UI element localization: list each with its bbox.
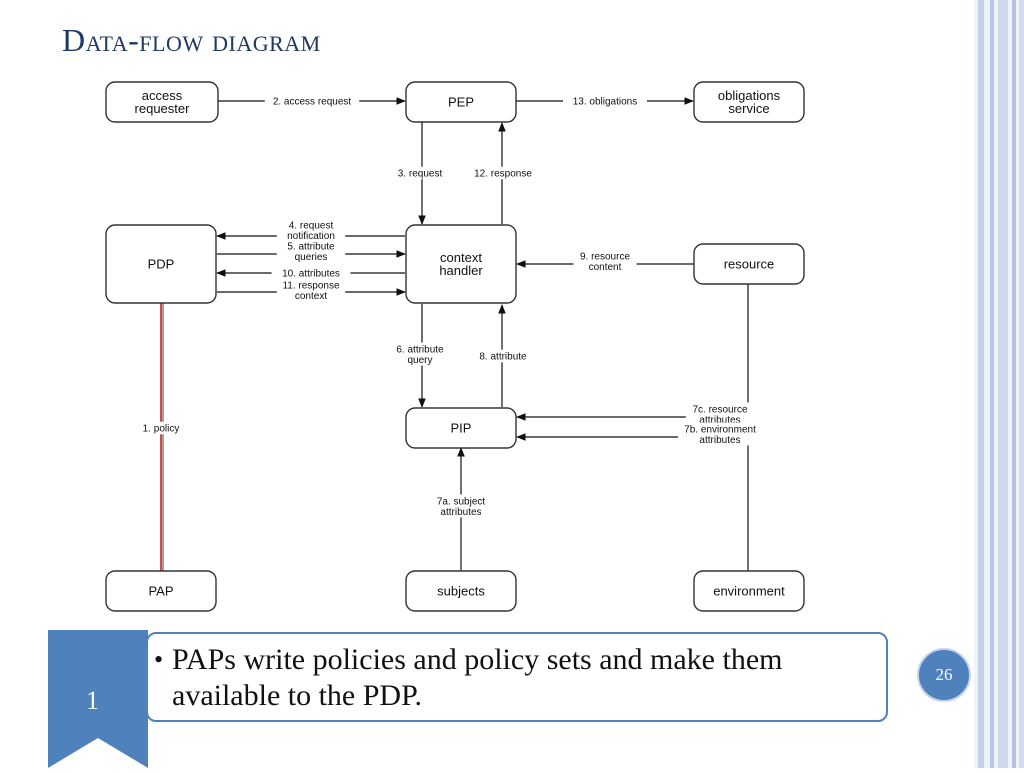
edge-label-e12: 12. response (474, 169, 532, 180)
node-pap: PAP (105, 570, 217, 612)
edge-label-e7a: attributes (440, 507, 481, 518)
edge-label-e6: query (407, 355, 432, 366)
bullet-text-container: • PAPs write policies and policy sets an… (154, 642, 866, 714)
node-label: handler (439, 263, 483, 278)
slide-title: Data-flow diagram (62, 22, 321, 58)
edge-label-e9: content (589, 262, 622, 273)
decorative-side-stripes (974, 0, 1024, 768)
node-box (693, 243, 805, 285)
node-label: PDP (148, 257, 175, 272)
bullet-callout-box: • PAPs write policies and policy sets an… (146, 632, 888, 722)
node-label: subjects (437, 584, 485, 599)
edge-label-e7c: 7c. resource (692, 404, 747, 415)
edge-label-e10: 10. attributes (282, 269, 340, 280)
edge-label-bg (468, 166, 538, 180)
node-box (405, 224, 517, 304)
node-label: PAP (148, 584, 173, 599)
node-label: context (440, 250, 482, 265)
edge-label-e13: 13. obligations (573, 97, 638, 108)
node-label: environment (713, 584, 785, 599)
node-environment: environment (693, 570, 805, 612)
edge-label-bg (468, 349, 538, 363)
node-box (405, 81, 517, 123)
edge-label-e5: 5. attribute (287, 241, 335, 252)
edge-label-bg (429, 494, 493, 518)
edge-label-e3: 3. request (398, 169, 443, 180)
edge-label-e5: queries (295, 252, 328, 263)
node-box (105, 224, 217, 304)
edge-label-bg (685, 402, 755, 426)
node-label: service (728, 101, 769, 116)
edge-label-bg (264, 94, 360, 108)
node-label: PIP (451, 421, 472, 436)
edge-label-e1: 1. policy (143, 424, 180, 435)
node-resource: resource (693, 243, 805, 285)
edge-label-e7a: 7a. subject (437, 496, 486, 507)
node-box (105, 570, 217, 612)
edge-label-bg (134, 421, 188, 435)
bullet-text: PAPs write policies and policy sets and … (172, 643, 783, 712)
edge-label-bg (391, 166, 449, 180)
edge-label-e8: 8. attribute (479, 352, 527, 363)
node-pdp: PDP (105, 224, 217, 304)
bullet-dot-icon: • (154, 645, 164, 674)
node-label: access (142, 88, 183, 103)
edge-label-bg (276, 239, 346, 263)
page-number-badge: 26 (917, 648, 971, 702)
node-pip: PIP (405, 407, 517, 449)
page-number: 26 (935, 665, 953, 684)
edge-label-bg (385, 342, 455, 366)
edge-label-e7b: 7b. environment (684, 424, 756, 435)
node-label: obligations (718, 88, 781, 103)
node-label: requester (135, 101, 191, 116)
edge-label-bg (276, 278, 346, 302)
edge-label-e7b: attributes (699, 435, 740, 446)
edge-label-bg (271, 266, 351, 280)
edge-label-bg (276, 218, 346, 242)
edge-label-e9: 9. resource (580, 251, 630, 262)
node-box (693, 81, 805, 123)
node-pep: PEP (405, 81, 517, 123)
edge-label-e4: 4. request (289, 220, 334, 231)
node-label: resource (724, 257, 775, 272)
step-number: 1 (86, 686, 99, 715)
edge-label-e2: 2. access request (273, 97, 352, 108)
node-box (405, 407, 517, 449)
edge-label-bg (563, 94, 647, 108)
edge-e7c (516, 284, 749, 421)
edge-label-e11: 11. response (282, 280, 340, 291)
node-box (405, 570, 517, 612)
edge-label-e6: 6. attribute (396, 344, 444, 355)
node-box (105, 81, 219, 123)
node-subjects: subjects (405, 570, 517, 612)
edge-label-bg (678, 422, 762, 446)
node-label: PEP (448, 95, 474, 110)
step-number-chevron (48, 630, 148, 768)
edge-label-e7c: attributes (699, 415, 740, 426)
node-box (693, 570, 805, 612)
edge-label-e11: context (295, 291, 327, 302)
edge-label-bg (573, 249, 637, 273)
edge-label-e4: notification (287, 231, 335, 242)
